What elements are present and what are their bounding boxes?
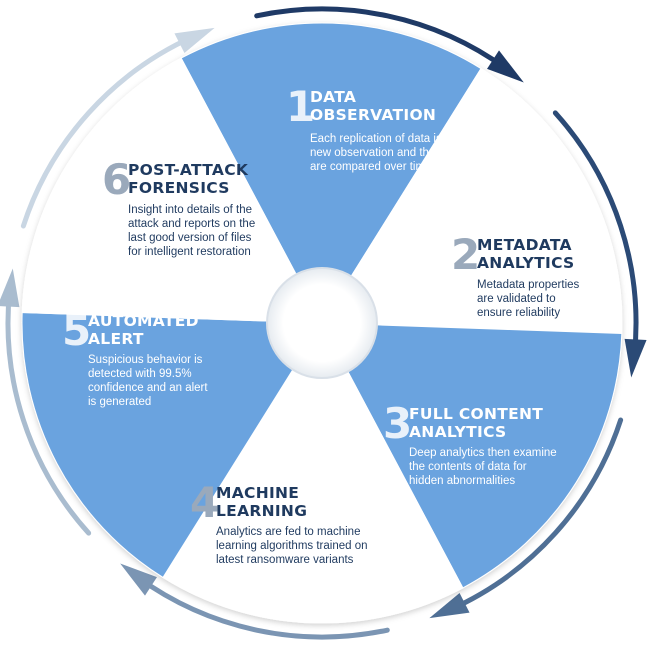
step-4-number: 4 (190, 478, 219, 527)
cycle-arrow-ring (0, 6, 647, 640)
step-3-description: Deep analytics then examine the contents… (409, 447, 557, 487)
cycle-arrowhead-4 (120, 563, 157, 596)
step-6-post-attack-forensics: 6 POST-ATTACK FORENSICS Insight into det… (102, 159, 302, 269)
step-4-machine-learning: 4 MACHINE LEARNING Analytics are fed to … (190, 482, 390, 582)
cycle-arrow-arc-1 (254, 6, 510, 72)
cycle-arrowhead-6 (174, 27, 215, 54)
segment-5 (21, 312, 323, 579)
step-6-number: 6 (102, 155, 131, 204)
cycle-arrow-arc-5 (5, 287, 92, 536)
cycle-arrow-arc-6 (20, 33, 197, 229)
segment-4 (162, 322, 464, 624)
segment-3 (321, 322, 623, 589)
step-3-title: FULL CONTENT ANALYTICS (409, 405, 544, 441)
step-2-number: 2 (451, 230, 480, 279)
segment-2 (321, 67, 623, 334)
step-5-title: AUTOMATED ALERT (88, 312, 199, 348)
step-2-metadata-analytics: 2 METADATA ANALYTICS Metadata properties… (451, 234, 641, 334)
cycle-arrow-arc-3 (447, 417, 624, 613)
cycle-arrowhead-5 (0, 268, 20, 308)
cycle-arrowhead-1 (487, 50, 524, 83)
step-3-full-content-analytics: 3 FULL CONTENT ANALYTICS Deep analytics … (383, 403, 603, 503)
step-5-automated-alert: 5 AUTOMATED ALERT Suspicious behavior is… (62, 310, 262, 420)
step-5-description: Suspicious behavior is detected with 99.… (88, 354, 208, 408)
step-1-data-observation: 1 DATA OBSERVATION Each replication of d… (286, 86, 506, 186)
step-5-number: 5 (62, 306, 91, 355)
step-3-number: 3 (383, 399, 412, 448)
cycle-arrow-arc-4 (134, 574, 390, 640)
segment-ring (21, 22, 623, 624)
cycle-arrowhead-3 (429, 592, 470, 619)
cycle-arrowhead-2 (624, 338, 647, 378)
step-2-description: Metadata properties are validated to ens… (477, 279, 580, 319)
step-6-description: Insight into details of the attack and r… (128, 204, 256, 258)
step-1-title: DATA OBSERVATION (310, 88, 437, 124)
segment-6 (21, 57, 323, 324)
cycle-arrow-arc-2 (552, 110, 639, 359)
center-hub (266, 267, 378, 379)
step-6-title: POST-ATTACK FORENSICS (128, 161, 249, 197)
step-1-number: 1 (286, 82, 315, 131)
step-2-title: METADATA ANALYTICS (477, 236, 575, 272)
step-4-title: MACHINE LEARNING (216, 484, 308, 520)
step-4-description: Analytics are fed to machine learning al… (216, 526, 368, 566)
step-1-description: Each replication of data is a new observ… (310, 133, 452, 173)
segment-1 (180, 22, 482, 324)
